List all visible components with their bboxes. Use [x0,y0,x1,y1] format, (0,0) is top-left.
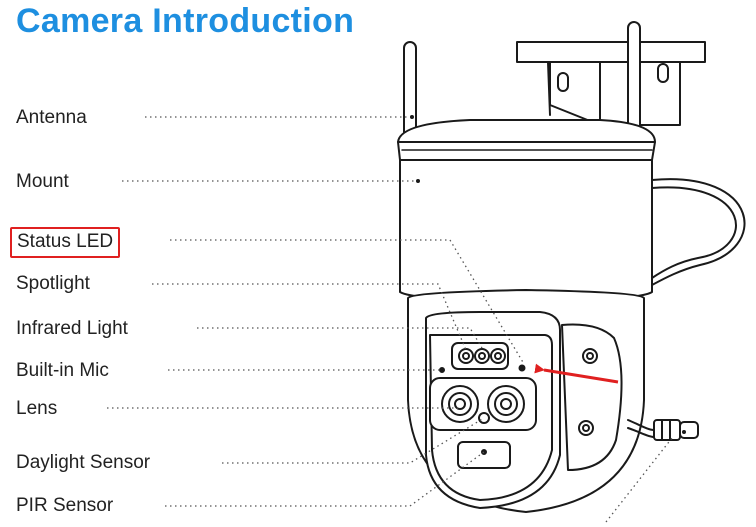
label-built-in-mic: Built-in Mic [16,360,109,381]
label-antenna: Antenna [16,107,87,128]
label-daylight-sensor: Daylight Sensor [16,452,151,473]
wall-bracket [516,41,706,126]
status-led-arrow [534,363,619,384]
label-pir-sensor: PIR Sensor [16,495,114,516]
label-mount: Mount [16,171,69,192]
label-infrared-light: Infrared Light [16,318,128,339]
infrared-light-row [451,342,509,370]
page-title: Camera Introduction [16,2,355,40]
mount-housing [397,119,656,303]
label-lens: Lens [16,398,58,419]
cable-connector [627,419,699,441]
cable-inner [651,186,737,279]
mic-hole [439,367,445,373]
status-led-dot [518,364,526,372]
label-status-led: Status LED [10,227,121,258]
leader-lines [107,116,673,523]
lens-block [429,377,537,431]
label-spotlight: Spotlight [16,273,90,294]
cable [651,178,746,286]
